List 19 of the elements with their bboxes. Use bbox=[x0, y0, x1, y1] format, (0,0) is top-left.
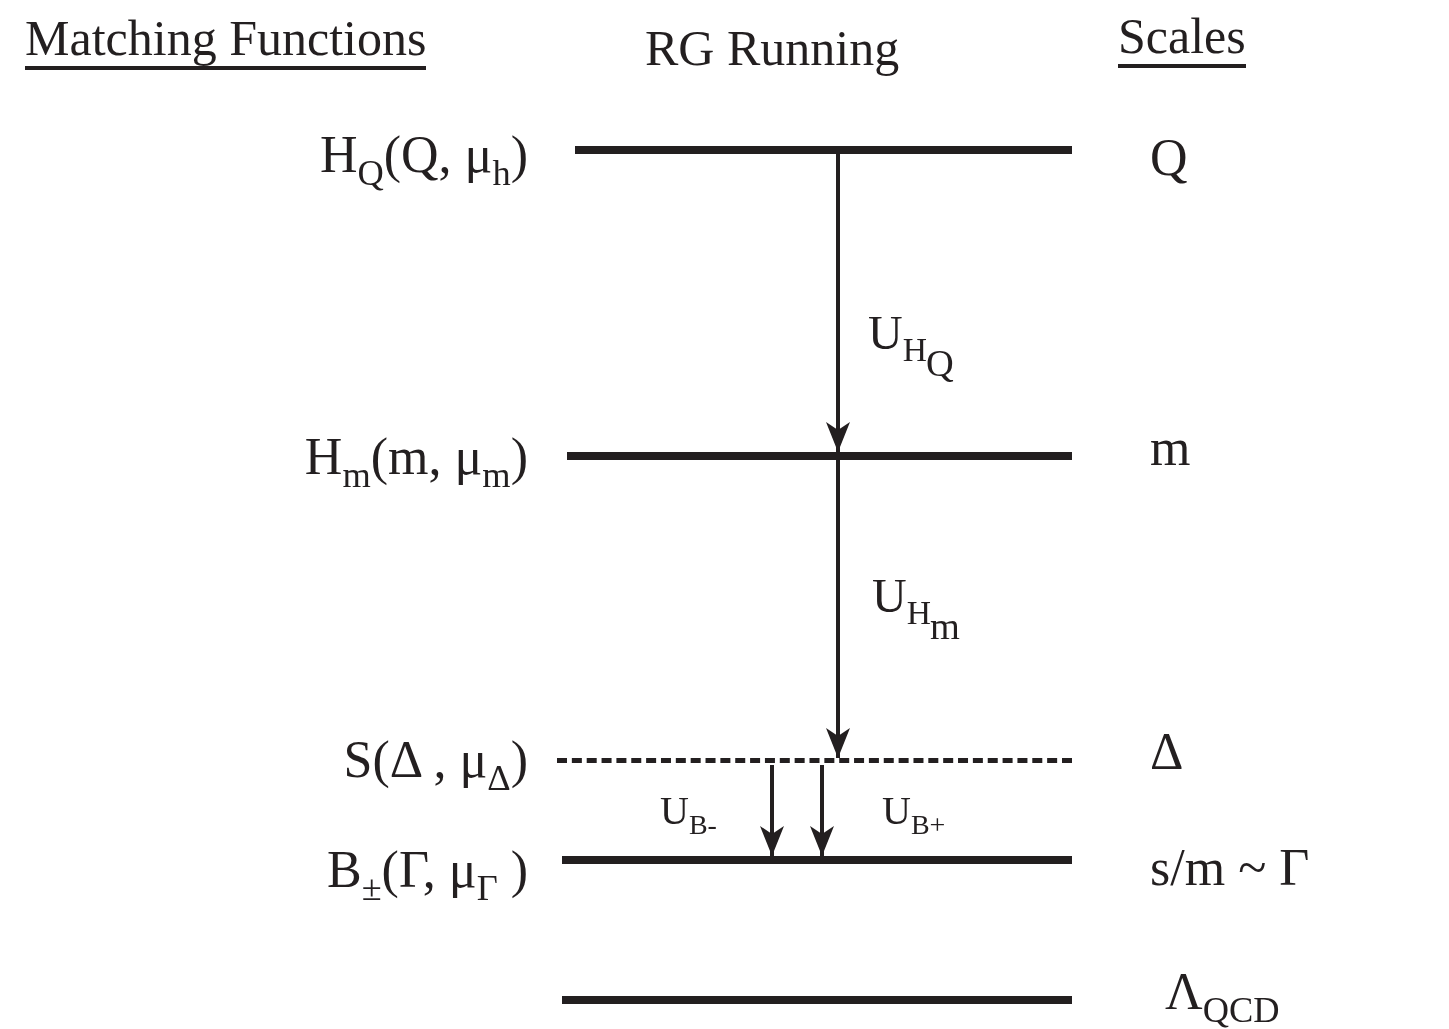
arrow bbox=[826, 460, 850, 758]
edge-label: U$_{B-}$ bbox=[660, 787, 717, 842]
arrow bbox=[810, 765, 834, 856]
scale-label: Λ$_{QCD}$ bbox=[1165, 962, 1280, 1029]
column-heading: Matching Functions bbox=[25, 10, 427, 70]
scale-label: m bbox=[1150, 418, 1191, 478]
scale-label: s/m ~ Γ bbox=[1150, 838, 1310, 898]
function-label: S(Δ , μ$_{Δ}$) bbox=[343, 730, 528, 800]
column-heading: RG Running bbox=[645, 20, 900, 76]
column-heading: Scales bbox=[1118, 8, 1246, 68]
function-label: H$_{Q}$(Q, μ$_{h}$) bbox=[319, 125, 528, 195]
dashed-scale-line bbox=[557, 758, 1072, 763]
arrow bbox=[826, 154, 850, 452]
function-label: H$_{m}$(m, μ$_{m}$) bbox=[304, 427, 528, 497]
arrow bbox=[760, 765, 784, 856]
function-label: B$_{±}$(Γ, μ$_{Γ}$ ) bbox=[326, 840, 528, 910]
scale-label: Q bbox=[1150, 128, 1188, 188]
scale-label: Δ bbox=[1150, 722, 1184, 782]
edge-label: U$_{B+}$ bbox=[882, 787, 946, 842]
